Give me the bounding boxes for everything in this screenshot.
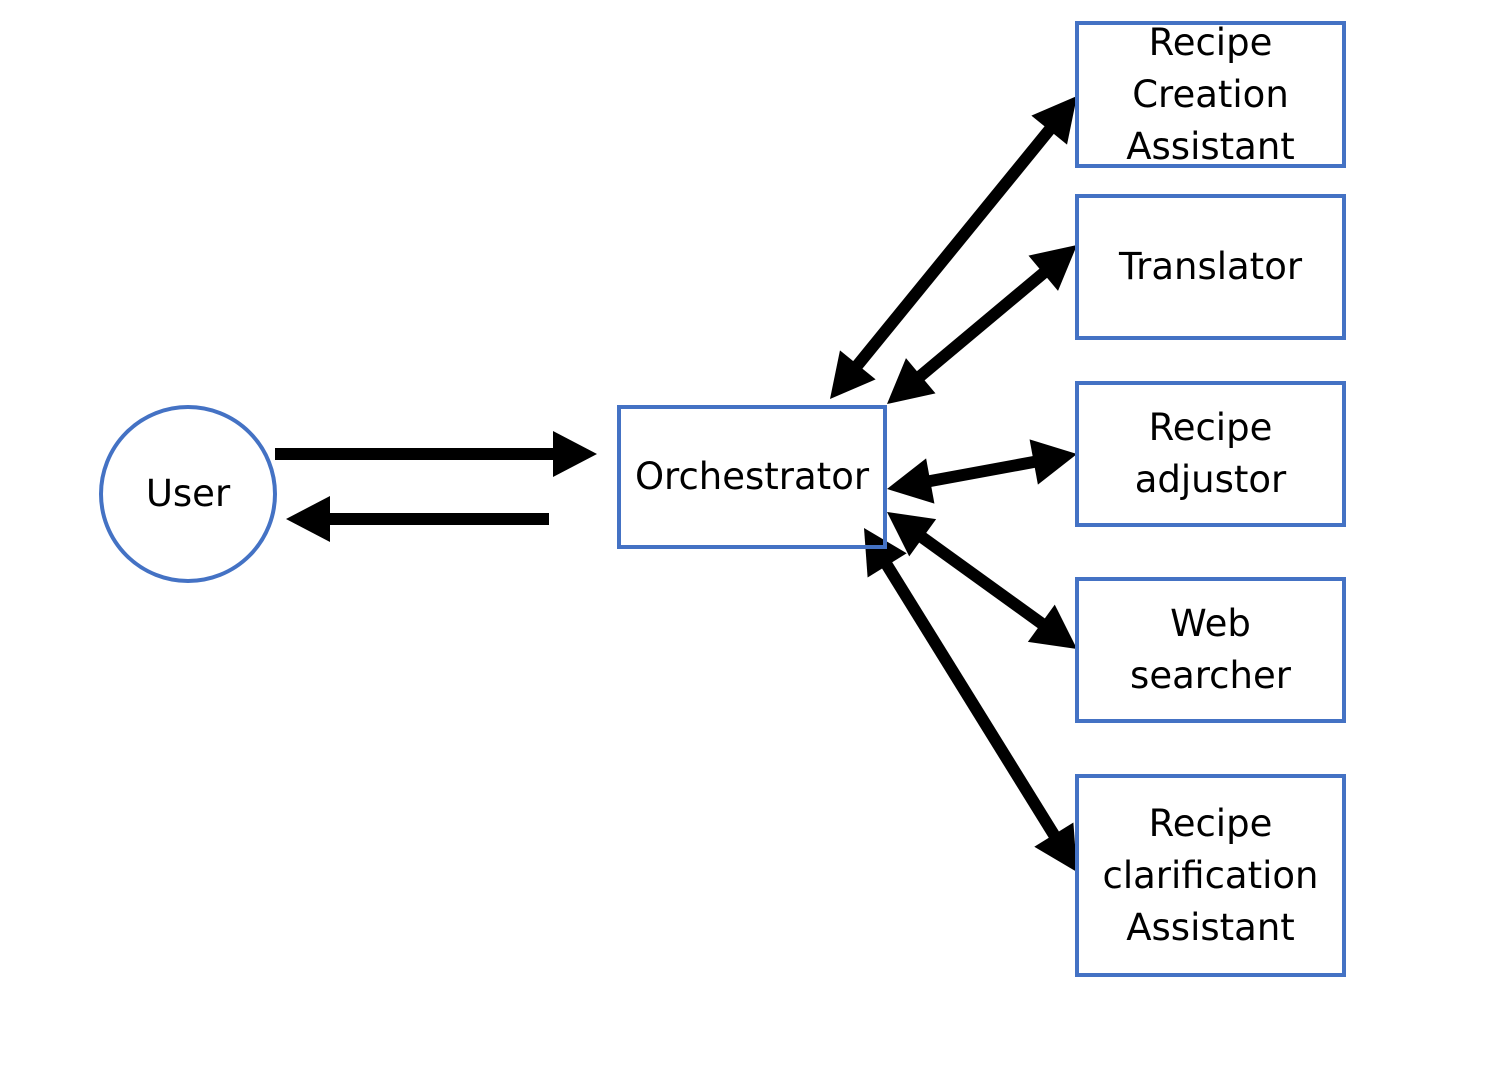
arrow-orchestrator-translator (887, 245, 1077, 404)
arrowhead (887, 512, 937, 557)
arrow-orchestrator-recipe-adjustor (887, 439, 1077, 504)
arrowhead (1028, 245, 1077, 291)
agent-recipe-creation-assistant: Recipe Creation Assistant (1075, 21, 1346, 168)
arrow-user-to-orchestrator (275, 431, 597, 477)
agent-translator: Translator (1075, 194, 1346, 340)
arrowhead (1029, 439, 1077, 485)
arrowhead (830, 350, 876, 399)
arrow-orchestrator-recipe-clarification-assistant (864, 528, 1077, 872)
agent-label-line: Translator (1118, 245, 1303, 288)
orchestrator-node: Orchestrator (617, 405, 887, 549)
arrow-shaft (879, 558, 1062, 842)
arrow-orchestrator-web-searcher (887, 512, 1077, 649)
arrowhead (887, 458, 935, 504)
arrowhead (1027, 604, 1077, 649)
agent-web-searcher: Web searcher (1075, 577, 1346, 723)
agent-label-line: Recipe (1148, 20, 1273, 64)
arrowhead (1034, 822, 1077, 872)
arrowhead (864, 528, 907, 578)
agent-label-line: clarification (1102, 853, 1319, 897)
agent-recipe-clarification-assistant: Recipe clarification Assistant (1075, 774, 1346, 977)
agent-label-line: Assistant (1126, 905, 1295, 949)
arrow-shaft (850, 123, 1057, 372)
agent-label-line: Assistant (1126, 124, 1295, 168)
arrow-orchestrator-to-user (286, 496, 549, 542)
arrow-shaft (913, 266, 1051, 383)
agent-recipe-adjustor: Recipe adjustor (1075, 381, 1346, 527)
agent-label-line: searcher (1130, 654, 1291, 697)
arrow-layer (275, 96, 1077, 872)
arrowhead (887, 358, 936, 404)
arrow-orchestrator-recipe-creation-assistant (830, 96, 1077, 399)
arrowhead (286, 496, 330, 542)
arrow-shaft (925, 455, 1039, 488)
agent-label-line: Recipe (1148, 406, 1273, 449)
agent-label-line: Web (1170, 602, 1251, 645)
user-label: User (145, 472, 231, 515)
arrowhead (553, 431, 597, 477)
agent-label-line: adjustor (1134, 458, 1287, 501)
agent-label-line: Recipe (1148, 801, 1273, 845)
user-node: User (99, 405, 277, 583)
orchestrator-label: Orchestrator (634, 455, 870, 498)
arrow-shaft (915, 530, 1049, 631)
arrowhead (1031, 96, 1077, 145)
agent-label-line: Creation (1132, 72, 1289, 116)
